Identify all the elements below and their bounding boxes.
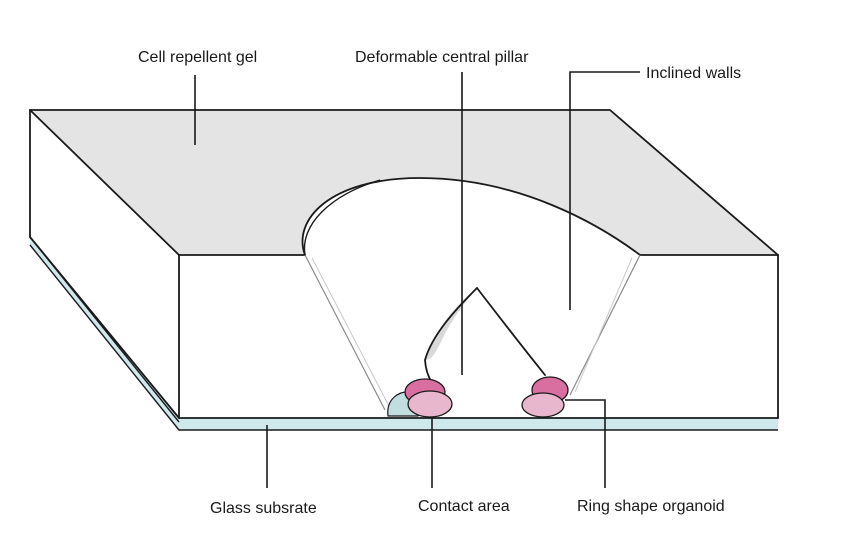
inclined-walls bbox=[304, 254, 641, 411]
leader-lines bbox=[194, 71, 640, 488]
label-ring-shape-organoid: Ring shape organoid bbox=[577, 498, 725, 515]
gel-outlines bbox=[29, 109, 779, 419]
label-deformable-central-pillar: Deformable central pillar bbox=[355, 49, 529, 66]
label-contact-area: Contact area bbox=[418, 498, 510, 515]
glass-substrate bbox=[29, 236, 778, 431]
organoid-left bbox=[404, 378, 453, 418]
label-glass-substrate: Glass subsrate bbox=[210, 500, 317, 517]
gel-top-face bbox=[30, 110, 778, 255]
gel-left-face bbox=[30, 110, 179, 418]
label-cell-repellent-gel: Cell repellent gel bbox=[138, 49, 257, 66]
label-inclined-walls: Inclined walls bbox=[646, 65, 741, 82]
organoid-right bbox=[521, 376, 569, 418]
